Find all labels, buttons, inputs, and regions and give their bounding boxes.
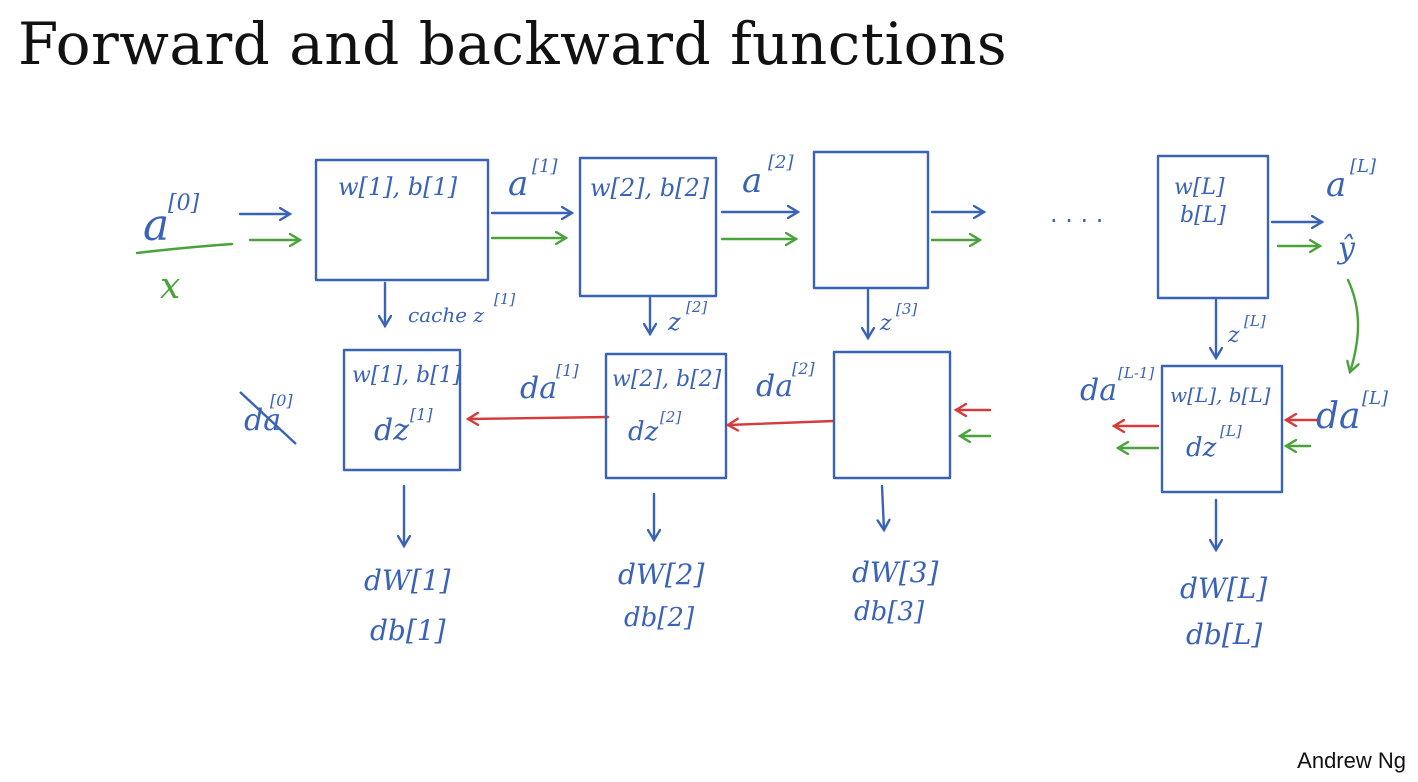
author-credit: Andrew Ng	[1297, 748, 1406, 773]
cache-label-L: z [L]	[1227, 312, 1266, 348]
backward-din-1: da [1]	[520, 361, 579, 406]
forward-box-3	[812, 150, 930, 290]
forward-box-1	[314, 158, 490, 282]
svg-text:dz: dz	[374, 413, 409, 448]
backward-db-L: db[L]	[1186, 618, 1262, 651]
arrow-grad-3	[882, 484, 884, 530]
svg-text:a: a	[1326, 165, 1346, 205]
forward-out-1: a [1]	[508, 156, 558, 204]
svg-text:[1]: [1]	[410, 405, 433, 424]
backward-dz-1: dz [1]	[374, 405, 433, 448]
backward-params-2: w[2], b[2]	[612, 367, 722, 392]
arrow-back-1	[468, 417, 610, 419]
svg-text:[0]: [0]	[168, 191, 200, 216]
svg-text:da: da	[244, 403, 281, 438]
forward-box-2	[578, 156, 718, 298]
backward-dw-L: dW[L]	[1180, 572, 1267, 605]
y-hat: ŷ	[1336, 231, 1356, 266]
svg-text:z: z	[1227, 323, 1240, 348]
svg-text:[1]: [1]	[532, 156, 558, 177]
svg-text:a: a	[742, 161, 762, 201]
backward-box-L	[1160, 364, 1284, 494]
backward-dz-2: dz [2]	[628, 408, 681, 447]
backward-din-L: da [L]	[1316, 388, 1389, 437]
forward-params-L-b: b[L]	[1180, 203, 1226, 228]
svg-text:[1]: [1]	[494, 290, 515, 308]
cache-label-1: cache z [1]	[408, 290, 515, 327]
backward-db-1: db[1]	[370, 614, 446, 647]
svg-text:[3]: [3]	[896, 300, 917, 318]
forward-box-L	[1156, 154, 1270, 300]
cache-label-2: z [2]	[667, 298, 707, 336]
forward-out-L: a [L]	[1326, 156, 1377, 205]
forward-params-1: w[1], b[1]	[338, 173, 458, 201]
svg-text:[2]: [2]	[686, 298, 707, 316]
backward-box-3	[832, 350, 952, 480]
backward-box-2	[604, 352, 728, 480]
arrow-back-2	[728, 421, 836, 425]
svg-text:cache z: cache z	[408, 303, 484, 327]
cache-label-3: z [3]	[879, 300, 917, 336]
svg-text:da: da	[1316, 396, 1361, 437]
svg-text:[L]: [L]	[1362, 388, 1389, 409]
svg-text:[L]: [L]	[1244, 312, 1266, 330]
svg-text:dz: dz	[628, 417, 659, 447]
backward-box-1	[342, 348, 462, 472]
backward-params-L: w[L], b[L]	[1170, 383, 1271, 407]
svg-text:[2]: [2]	[768, 152, 794, 173]
backward-dz-L: dz [L]	[1186, 422, 1242, 463]
backward-db-3: db[3]	[854, 597, 925, 627]
svg-text:dz: dz	[1186, 433, 1217, 463]
svg-text:a: a	[143, 200, 169, 251]
svg-text:[L]: [L]	[1220, 422, 1242, 440]
svg-text:a: a	[508, 164, 528, 204]
forward-out-2: a [2]	[742, 152, 794, 201]
backward-din-2: da [2]	[756, 359, 815, 404]
svg-text:[0]: [0]	[270, 391, 293, 410]
ellipsis: . . . .	[1050, 200, 1103, 228]
arrow-loss	[1348, 278, 1358, 372]
svg-text:da: da	[520, 371, 557, 406]
input-a0: a [0]	[143, 191, 200, 251]
crossed-da0: da [0]	[239, 391, 297, 445]
backward-db-2: db[2]	[624, 603, 695, 633]
backward-dout-L: da [L-1]	[1080, 364, 1154, 408]
svg-text:[L]: [L]	[1350, 156, 1377, 177]
svg-text:[L-1]: [L-1]	[1118, 364, 1154, 382]
input-x: x	[160, 266, 180, 307]
svg-text:z: z	[667, 308, 681, 336]
input-underline	[135, 242, 234, 255]
svg-text:da: da	[756, 369, 793, 404]
svg-text:[2]: [2]	[660, 408, 681, 426]
backward-dw-1: dW[1]	[364, 564, 450, 597]
backward-params-1: w[1], b[1]	[352, 363, 462, 388]
forward-params-2: w[2], b[2]	[590, 174, 710, 202]
svg-text:[2]: [2]	[792, 359, 815, 378]
svg-text:[1]: [1]	[556, 361, 579, 380]
backward-dw-3: dW[3]	[852, 556, 938, 589]
backward-dw-2: dW[2]	[618, 558, 704, 591]
forward-params-L-w: w[L]	[1174, 175, 1225, 200]
slide-title: Forward and backward functions	[18, 10, 1008, 78]
svg-text:z: z	[879, 311, 892, 336]
svg-text:da: da	[1080, 373, 1117, 408]
